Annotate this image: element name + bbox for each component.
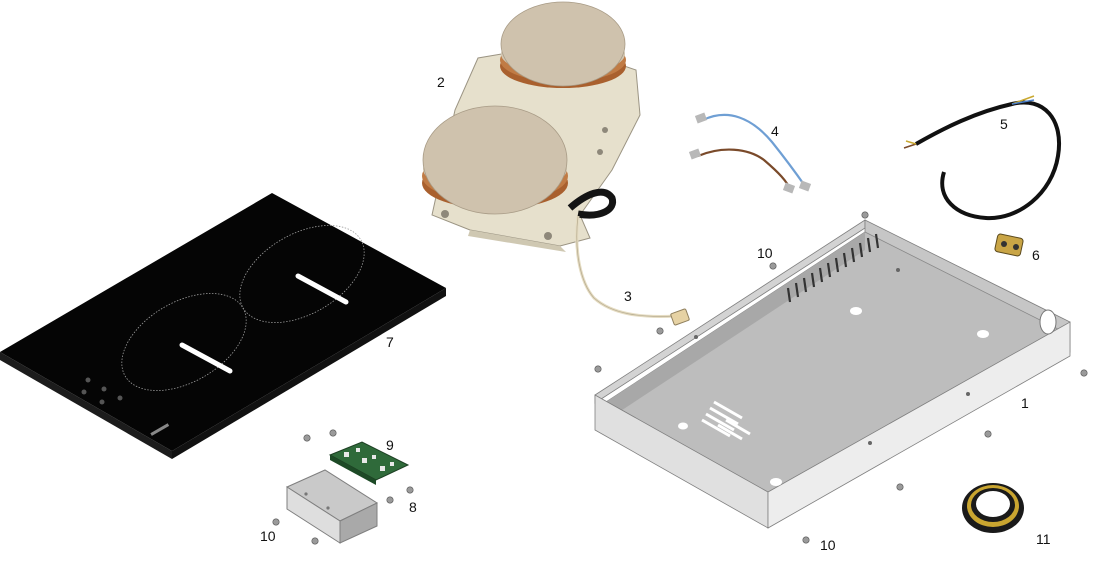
part-label-7: 7 bbox=[386, 334, 394, 350]
bottom-housing-tray bbox=[594, 219, 1071, 529]
part-label-9: 9 bbox=[386, 437, 394, 453]
glass-cooktop bbox=[0, 193, 446, 459]
part-label-3: 3 bbox=[624, 288, 632, 304]
power-cord bbox=[903, 95, 1062, 221]
terminal-block bbox=[994, 233, 1024, 257]
part-label-6: 6 bbox=[1032, 247, 1040, 263]
part-label-10-bottom: 10 bbox=[820, 537, 836, 553]
internal-wire-set bbox=[688, 112, 812, 194]
adhesive-seal-roll bbox=[962, 483, 1024, 533]
control-pcb bbox=[328, 441, 410, 485]
part-label-1: 1 bbox=[1021, 395, 1029, 411]
part-label-11: 11 bbox=[1036, 531, 1051, 547]
part-label-5: 5 bbox=[1000, 116, 1008, 132]
electronics-box bbox=[285, 469, 379, 544]
part-label-4: 4 bbox=[771, 123, 779, 139]
part-label-2: 2 bbox=[437, 74, 445, 90]
induction-coil-assembly bbox=[422, 1, 641, 252]
sensor-cable bbox=[575, 215, 690, 326]
screws bbox=[272, 211, 1088, 545]
part-label-8: 8 bbox=[409, 499, 417, 515]
part-label-10-top: 10 bbox=[757, 245, 773, 261]
part-label-10-left: 10 bbox=[260, 528, 276, 544]
